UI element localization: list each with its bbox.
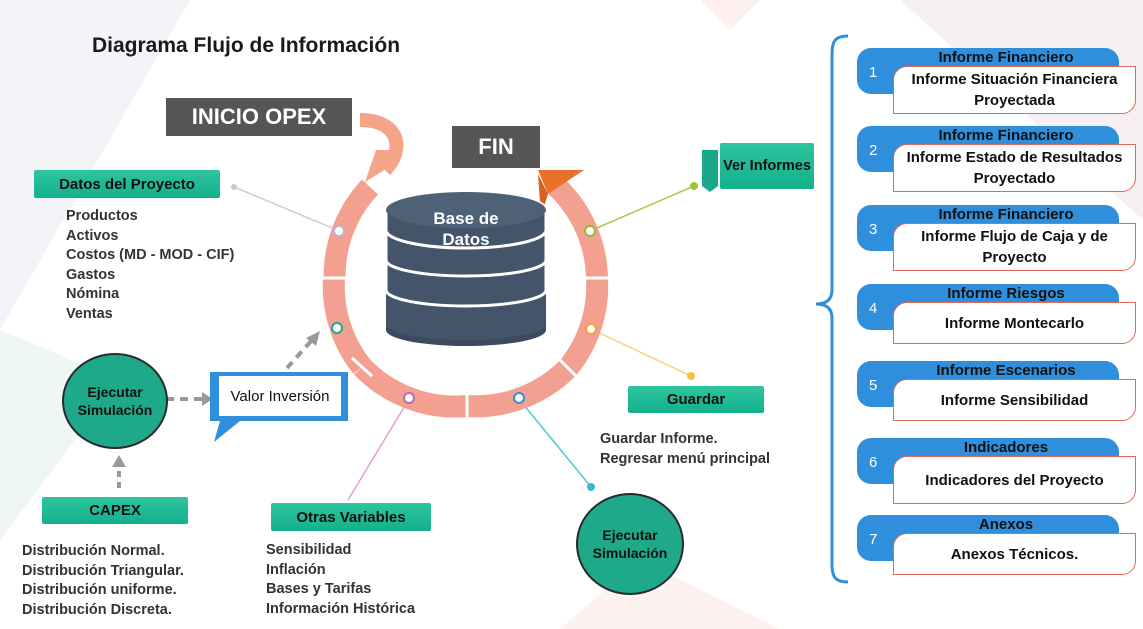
report-header: Anexos <box>978 516 1034 533</box>
otras-variables-list: Sensibilidad Inflación Bases y Tarifas I… <box>266 541 415 619</box>
report-body: Informe Montecarlo <box>893 302 1136 344</box>
fin-label: FIN <box>452 126 540 168</box>
capex-item: Distribución Discreta. <box>22 601 172 618</box>
datos-item: Productos <box>66 208 138 224</box>
connector-dot-informes <box>690 182 698 190</box>
guardar-list: Guardar Informe. Regresar menú principal <box>600 430 770 469</box>
otras-item: Información Histórica <box>266 600 416 617</box>
otras-item: Bases y Tarifas <box>266 581 372 597</box>
datos-proyecto-label: Datos del Proyecto <box>34 170 220 198</box>
report-header: Informe Escenarios <box>936 362 1076 379</box>
reports-brace <box>815 34 849 584</box>
report-number: 5 <box>869 377 878 394</box>
report-body: Informe Situación Financiera Proyectada <box>893 66 1136 114</box>
datos-item: Nómina <box>66 286 120 302</box>
bg-triangle-top-center <box>700 0 760 30</box>
report-body: Indicadores del Proyecto <box>893 456 1136 504</box>
report-header: Informe Financiero <box>938 49 1074 66</box>
ejecutar-simulacion-left[interactable]: Ejecutar Simulación <box>62 353 168 449</box>
ring-dot-informes <box>584 225 596 237</box>
database-label: Base de Datos <box>433 209 499 249</box>
ver-informes-button[interactable]: Ver Informes <box>720 143 814 189</box>
report-number: 2 <box>869 142 878 159</box>
report-header: Informe Riesgos <box>947 285 1065 302</box>
dashed-arrowhead-simulacion <box>202 392 213 406</box>
report-header: Indicadores <box>963 439 1049 456</box>
capex-list: Distribución Normal. Distribución Triang… <box>22 542 184 620</box>
otras-item: Sensibilidad <box>266 542 352 558</box>
capex-label: CAPEX <box>42 497 188 524</box>
capex-item: Distribución uniforme. <box>22 582 177 598</box>
report-number: 3 <box>869 221 878 238</box>
guardar-item: Regresar menú principal <box>600 450 771 467</box>
otras-variables-label: Otras Variables <box>271 503 431 531</box>
report-number: 1 <box>869 64 878 81</box>
connector-otras <box>347 398 410 501</box>
dashed-arrowhead-capex <box>112 455 126 467</box>
capex-item: Distribución Normal. <box>22 543 165 559</box>
ring-dot-otras <box>403 392 415 404</box>
ring-segment-3 <box>354 359 468 418</box>
ring-dot-valor <box>331 322 343 334</box>
guardar-button[interactable]: Guardar <box>628 386 764 413</box>
connector-dot-guardar <box>687 372 695 380</box>
inicio-opex-label: INICIO OPEX <box>166 98 352 136</box>
ver-informes-marker <box>702 150 718 192</box>
capex-item: Distribución Triangular. <box>22 562 184 579</box>
report-number: 4 <box>869 300 878 317</box>
datos-item: Activos <box>66 227 119 244</box>
connector-informes <box>589 185 695 232</box>
connector-dot-datos <box>231 184 237 190</box>
connector-guardar <box>590 328 692 377</box>
connector-ejecutar-right <box>518 398 592 488</box>
fin-marker <box>538 170 584 194</box>
guardar-item: Guardar Informe. <box>600 431 718 447</box>
report-body: Informe Sensibilidad <box>893 379 1136 421</box>
ejecutar-simulacion-right[interactable]: Ejecutar Simulación <box>576 493 684 595</box>
valor-inversion-label: Valor Inversión <box>219 376 341 416</box>
datos-item: Gastos <box>66 266 116 283</box>
ring-gaps <box>323 276 609 418</box>
datos-item: Ventas <box>66 305 113 322</box>
ring-segment-5 <box>559 277 609 375</box>
inicio-arrowhead <box>365 150 400 182</box>
report-header: Informe Financiero <box>938 127 1074 144</box>
bg-triangle-top-left <box>0 0 190 330</box>
connector-dot-ejecutar <box>587 483 595 491</box>
diagram-title: Diagrama Flujo de Información <box>92 34 401 57</box>
report-header: Informe Financiero <box>938 206 1074 223</box>
report-number: 7 <box>869 531 878 548</box>
report-body: Informe Estado de Resultados Proyectado <box>893 144 1136 192</box>
datos-proyecto-list: Productos Activos Costos (MD - MOD - CIF… <box>66 207 234 324</box>
ring-dot-ejecutar <box>513 392 525 404</box>
report-body: Anexos Técnicos. <box>893 533 1136 575</box>
ring-dot-datos <box>333 225 345 237</box>
ring-dot-guardar <box>585 323 597 335</box>
otras-item: Inflación <box>266 561 326 578</box>
dashed-arrow-valor <box>285 338 314 370</box>
connector-datos <box>233 186 338 231</box>
datos-item: Costos (MD - MOD - CIF) <box>66 247 235 263</box>
database-icon <box>384 190 548 346</box>
bg-triangle-bottom <box>560 560 780 629</box>
report-body: Informe Flujo de Caja y de Proyecto <box>893 223 1136 271</box>
dashed-arrowhead-valor <box>306 331 320 346</box>
report-number: 6 <box>869 454 878 471</box>
